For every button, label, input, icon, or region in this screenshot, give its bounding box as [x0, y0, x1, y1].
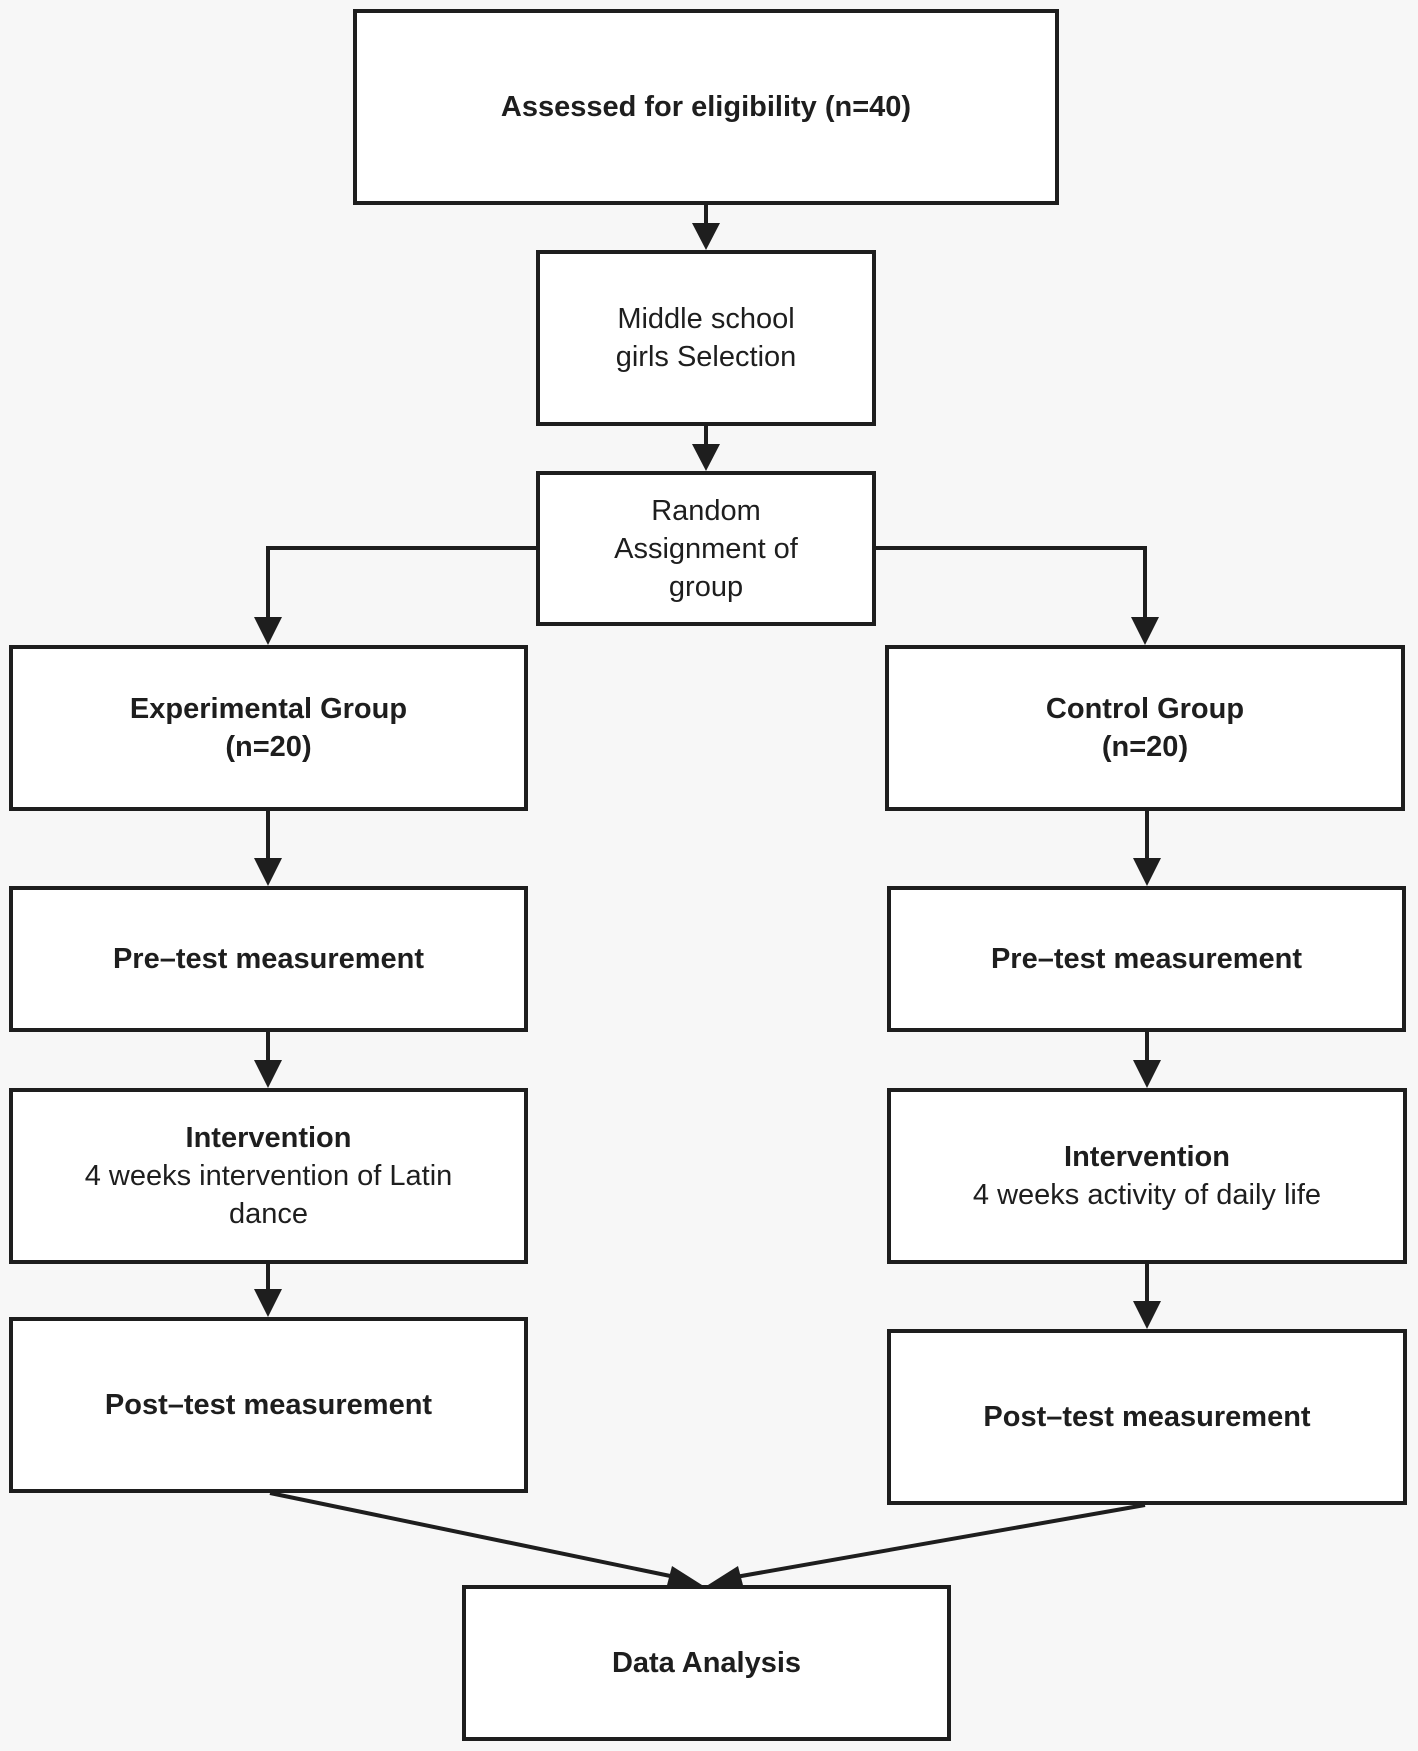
experimental-posttest-label: Post–test measurement [104, 1389, 433, 1421]
experimental-group-count: (n=20) [225, 731, 312, 763]
selection-label-line1: Middle school [617, 303, 795, 335]
arrowhead-pretest-control [1133, 858, 1161, 886]
experimental-intervention-box: Intervention 4 weeks intervention of Lat… [9, 1088, 528, 1264]
arrow-randomization-to-experimental [266, 546, 536, 620]
eligibility-box: Assessed for eligibility (n=40) [353, 9, 1059, 205]
data-analysis-label: Data Analysis [611, 1647, 802, 1679]
arrowhead-intervention-control [1133, 1060, 1161, 1088]
experimental-intervention-line1: 4 weeks intervention of Latin [84, 1160, 453, 1192]
arrowhead-analysis-right [708, 1566, 744, 1589]
control-intervention-title: Intervention [1064, 1141, 1230, 1173]
arrowhead-analysis-left [666, 1566, 702, 1589]
control-pretest-label: Pre–test measurement [990, 943, 1303, 975]
randomization-box: Random Assignment of group [536, 471, 876, 626]
control-group-count: (n=20) [1101, 731, 1189, 763]
control-group-box: Control Group (n=20) [885, 645, 1405, 811]
randomization-label-line2: Assignment of [614, 532, 798, 565]
arrowhead-posttest-control [1133, 1301, 1161, 1329]
control-intervention-box: Intervention 4 weeks activity of daily l… [887, 1088, 1407, 1264]
experimental-group-box: Experimental Group (n=20) [9, 645, 528, 811]
experimental-pretest-label: Pre–test measurement [112, 943, 425, 975]
experimental-intervention-line2: dance [228, 1198, 308, 1230]
control-group-name: Control Group [1045, 693, 1245, 725]
control-posttest-box: Post–test measurement [887, 1329, 1407, 1505]
experimental-intervention-title: Intervention [185, 1122, 352, 1154]
arrow-posttest-experimental-to-analysis [269, 1491, 681, 1580]
experimental-pretest-box: Pre–test measurement [9, 886, 528, 1032]
eligibility-label: Assessed for eligibility (n=40) [500, 91, 912, 123]
arrowhead-control [1131, 617, 1159, 645]
selection-label-line2: girls Selection [615, 341, 797, 373]
arrowhead-intervention-experimental [254, 1060, 282, 1088]
randomization-label-line1: Random [651, 494, 761, 527]
selection-box: Middle school girls Selection [536, 250, 876, 426]
arrow-randomization-to-control [876, 546, 1147, 620]
control-pretest-box: Pre–test measurement [887, 886, 1406, 1032]
control-posttest-label: Post–test measurement [983, 1401, 1311, 1433]
data-analysis-box: Data Analysis [462, 1585, 951, 1741]
arrowhead-selection [692, 223, 720, 250]
arrowhead-posttest-experimental [254, 1289, 282, 1317]
experimental-group-name: Experimental Group [129, 693, 408, 725]
experimental-posttest-box: Post–test measurement [9, 1317, 528, 1493]
arrowhead-randomization [692, 444, 720, 471]
randomization-label-line3: group [668, 570, 744, 603]
arrowhead-experimental [254, 617, 282, 645]
control-intervention-line1: 4 weeks activity of daily life [972, 1179, 1322, 1211]
arrowhead-pretest-experimental [254, 858, 282, 886]
arrow-posttest-control-to-analysis [729, 1503, 1146, 1580]
